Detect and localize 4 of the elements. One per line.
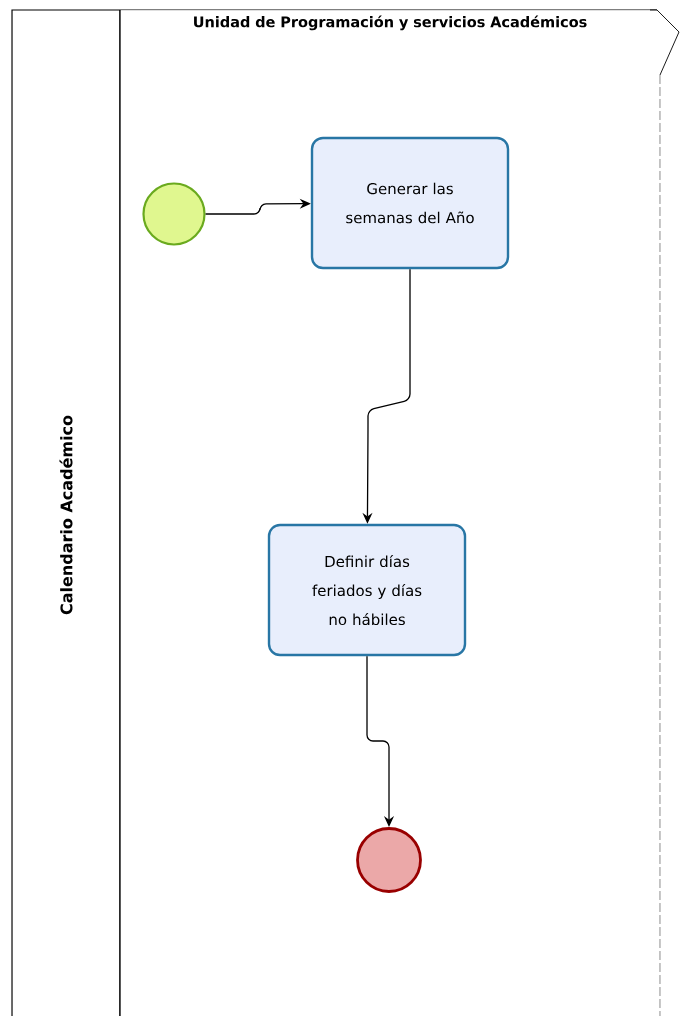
start-event-circle — [142, 182, 206, 246]
end-event-circle — [356, 827, 422, 893]
task-box: Generar las semanas del Año — [310, 136, 510, 270]
task-box: Definir días feriados y días no hábiles — [267, 523, 467, 657]
